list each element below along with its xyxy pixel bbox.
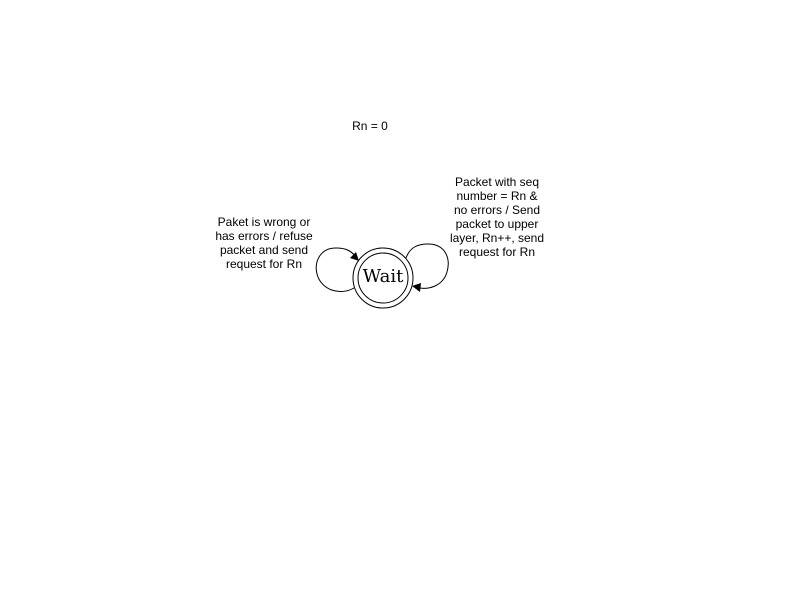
self-loop-left-arrowhead xyxy=(350,252,359,261)
self-loop-left-arrow xyxy=(315,247,359,292)
self-loop-right-arrowhead xyxy=(412,283,421,292)
self-loop-left-label: Paket is wrong or has errors / refuse pa… xyxy=(215,215,313,271)
initial-condition-label: Rn = 0 xyxy=(352,119,388,133)
self-loop-right-arrow xyxy=(405,243,449,289)
wait-state-label: Wait xyxy=(362,266,404,287)
self-loop-right-label: Packet with seq number = Rn & no errors … xyxy=(449,175,545,259)
wait-state-inner-circle xyxy=(357,252,409,304)
